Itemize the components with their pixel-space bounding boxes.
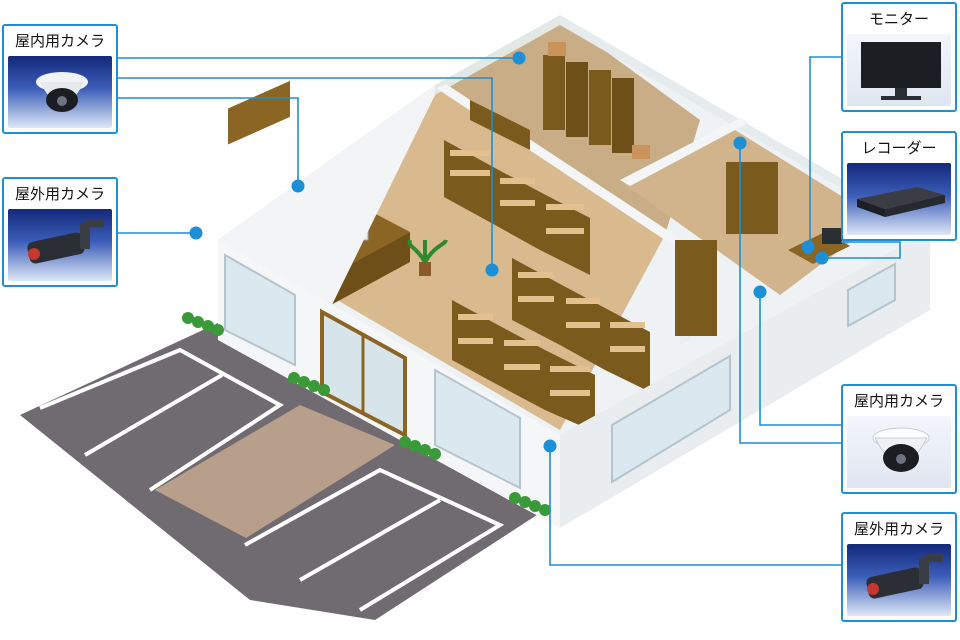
indoor-camera-card-right: 屋内用カメラ	[841, 384, 957, 494]
shelf-goods	[450, 150, 645, 396]
office-cabinet	[726, 162, 778, 234]
bullet-camera-icon	[8, 209, 112, 281]
outdoor-camera-card-left: 屋外用カメラ	[2, 177, 118, 287]
dome-camera-icon	[8, 56, 112, 128]
connector-lines	[118, 56, 901, 566]
bullet-camera-icon	[847, 544, 951, 616]
recorder-icon	[847, 163, 951, 235]
front-windows	[224, 253, 896, 490]
card-label: 屋内用カメラ	[853, 392, 944, 410]
outdoor-camera-card-right: 屋外用カメラ	[841, 512, 957, 622]
connector-dots	[189, 51, 829, 453]
monitor-icon	[847, 34, 951, 106]
monitor-card: モニター	[841, 2, 957, 112]
checkout-counter-front	[318, 232, 410, 312]
partition-wall-office	[620, 118, 750, 186]
wall-cabinet	[228, 80, 290, 145]
card-label: 屋内用カメラ	[14, 32, 105, 50]
indoor-camera-card-left: 屋内用カメラ	[2, 24, 118, 134]
shrubs	[182, 312, 551, 516]
storage-shelves	[470, 42, 650, 159]
plant	[407, 239, 448, 276]
card-label: 屋外用カメラ	[853, 520, 944, 538]
recorder-card: レコーダー	[841, 131, 957, 241]
back-wall-top	[435, 15, 560, 95]
office-monitor	[822, 228, 842, 244]
office-door	[675, 240, 717, 336]
parking-lines	[39, 347, 505, 612]
dome-camera-icon	[847, 416, 951, 488]
card-label: 屋外用カメラ	[14, 185, 105, 203]
right-upper-wall	[560, 15, 930, 240]
card-label: モニター	[868, 10, 929, 28]
sidewalk	[155, 405, 395, 538]
card-label: レコーダー	[861, 139, 937, 157]
